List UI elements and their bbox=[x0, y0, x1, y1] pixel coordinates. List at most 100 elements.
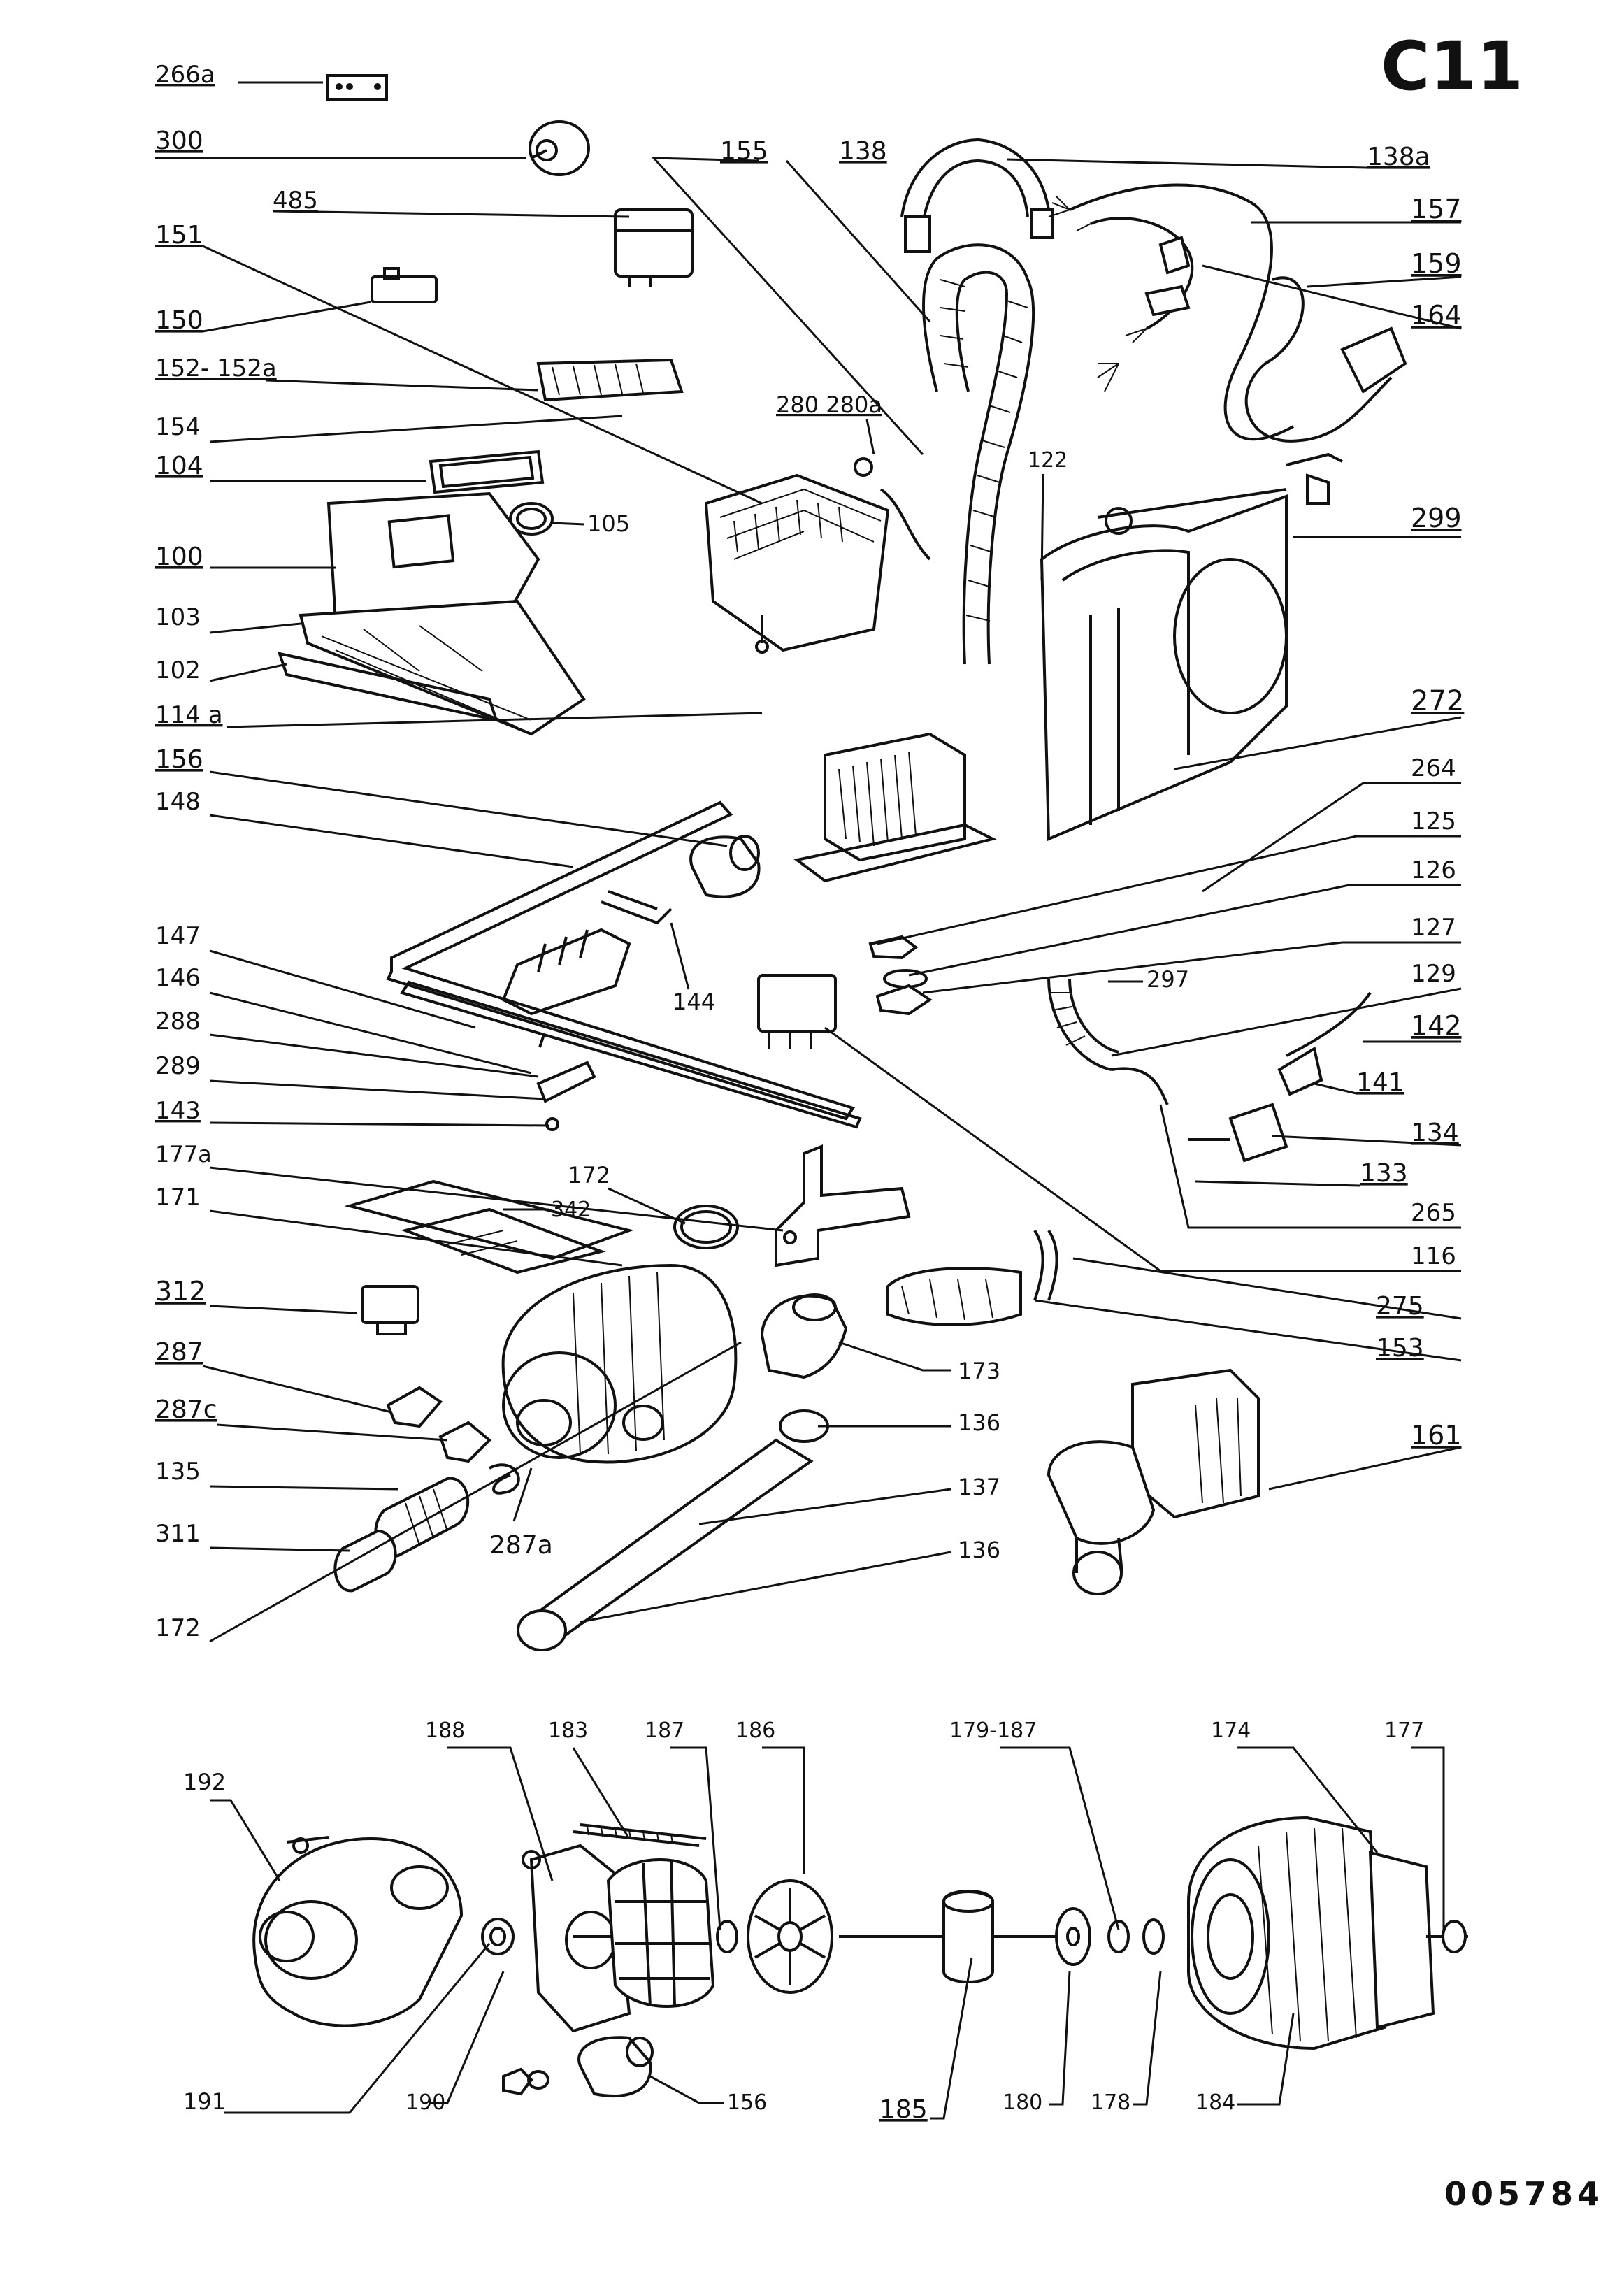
part-number-label: 156 bbox=[155, 745, 203, 774]
part-number-label: 122 bbox=[1028, 448, 1068, 473]
part-number-label: 143 bbox=[155, 1097, 201, 1125]
leader-line bbox=[552, 522, 585, 526]
callout-147: 147 bbox=[155, 922, 476, 1029]
leader-line bbox=[670, 1746, 721, 1930]
leader-line bbox=[908, 884, 1461, 977]
callout-287: 287 bbox=[155, 1338, 392, 1414]
leader-line bbox=[209, 1305, 357, 1314]
part-number-label: 138 bbox=[839, 137, 887, 166]
callout-105: 105 bbox=[552, 510, 630, 537]
leader-line bbox=[202, 245, 763, 505]
callout-287a: 287a bbox=[489, 1467, 553, 1560]
callout-178: 178 bbox=[1091, 1971, 1162, 2115]
callout-187: 187 bbox=[645, 1718, 721, 1930]
callout-287c: 287c bbox=[155, 1395, 448, 1442]
leader-line bbox=[1174, 716, 1462, 770]
callout-289: 289 bbox=[155, 1052, 546, 1100]
part-number-label: 135 bbox=[155, 1458, 201, 1486]
leader-line bbox=[1237, 2013, 1295, 2106]
callout-266a: 266a bbox=[155, 61, 323, 89]
leader-line bbox=[698, 1488, 951, 1525]
part-number-label: 311 bbox=[155, 1520, 201, 1548]
leader-line bbox=[1034, 1299, 1462, 1362]
callout-192: 192 bbox=[183, 1769, 281, 1881]
callout-151: 151 bbox=[155, 221, 763, 505]
part-number-label: 485 bbox=[273, 187, 318, 215]
callout-144: 144 bbox=[670, 922, 715, 1015]
callout-137: 137 bbox=[698, 1474, 1000, 1525]
part-number-label: 156 bbox=[727, 2090, 767, 2115]
leader-line bbox=[209, 1033, 539, 1078]
leader-line bbox=[447, 1746, 554, 1881]
leader-line bbox=[430, 1971, 505, 2104]
leader-line bbox=[1159, 1104, 1461, 1229]
callout-136a: 136 bbox=[818, 1409, 1000, 1436]
part-number-label: 125 bbox=[1411, 807, 1456, 835]
callout-136b: 136 bbox=[580, 1537, 1000, 1623]
leader-line bbox=[265, 379, 539, 392]
part-number-label: 312 bbox=[155, 1276, 206, 1307]
part-number-label: 105 bbox=[587, 510, 630, 537]
part-number-label: 133 bbox=[1360, 1159, 1408, 1188]
callout-122: 122 bbox=[1028, 448, 1068, 581]
part-number-label: 151 bbox=[155, 221, 203, 250]
part-number-label: 179-187 bbox=[949, 1718, 1037, 1743]
drawing-number: 005784 bbox=[1444, 2175, 1604, 2213]
callout-185: 185 bbox=[879, 1957, 973, 2124]
leader-line bbox=[272, 210, 630, 218]
callout-485: 485 bbox=[272, 187, 630, 218]
leader-line bbox=[1111, 987, 1462, 1057]
leader-line bbox=[580, 1551, 951, 1623]
part-number-label: 147 bbox=[155, 922, 201, 950]
part-number-label: 191 bbox=[183, 2088, 226, 2115]
callout-288: 288 bbox=[155, 1007, 539, 1078]
part-number-label: 264 bbox=[1411, 754, 1456, 782]
callout-153: 153 bbox=[1034, 1299, 1462, 1363]
part-number-label: 177 bbox=[1384, 1718, 1424, 1743]
callout-186: 186 bbox=[735, 1718, 805, 1874]
callout-172b: 172 bbox=[568, 1162, 686, 1225]
part-number-label: 287a bbox=[489, 1531, 553, 1560]
leader-line bbox=[1272, 1135, 1462, 1147]
leader-line bbox=[209, 1341, 742, 1643]
callout-159: 159 bbox=[1307, 248, 1462, 288]
callout-280: 280 280a bbox=[776, 392, 882, 455]
part-number-label: 102 bbox=[155, 656, 201, 684]
part-number-label: 172 bbox=[568, 1162, 610, 1188]
part-number-label: 174 bbox=[1211, 1718, 1251, 1743]
part-number-label: 153 bbox=[1376, 1334, 1424, 1363]
part-number-label: 136 bbox=[958, 1537, 1000, 1563]
part-number-label: 187 bbox=[645, 1718, 684, 1743]
leader-line bbox=[209, 415, 623, 443]
part-number-label: 188 bbox=[425, 1718, 465, 1743]
part-number-label: 164 bbox=[1411, 300, 1462, 331]
callout-116: 116 bbox=[824, 1026, 1461, 1272]
callout-264: 264 bbox=[1202, 754, 1461, 893]
callout-312: 312 bbox=[155, 1276, 357, 1314]
leader-line bbox=[210, 1799, 281, 1881]
leader-line bbox=[209, 1209, 623, 1267]
leader-line bbox=[785, 160, 931, 322]
part-number-label: 137 bbox=[958, 1474, 1000, 1500]
leader-line bbox=[649, 2075, 724, 2104]
part-number-label: 146 bbox=[155, 964, 201, 992]
callout-157: 157 bbox=[1251, 194, 1462, 224]
leader-line bbox=[1314, 1082, 1357, 1095]
part-drawings bbox=[252, 74, 1468, 2097]
part-number-label: 299 bbox=[1411, 503, 1462, 533]
leader-line bbox=[1202, 782, 1461, 893]
callout-154: 154 bbox=[155, 413, 623, 443]
leader-line bbox=[670, 922, 690, 990]
leader-line bbox=[209, 1546, 350, 1552]
callout-297: 297 bbox=[1108, 966, 1189, 993]
callout-188: 188 bbox=[425, 1718, 554, 1881]
leader-line bbox=[877, 835, 1461, 945]
part-number-label: 192 bbox=[183, 1769, 226, 1795]
leader-line bbox=[1049, 1971, 1071, 2106]
leader-line bbox=[224, 1943, 491, 2114]
part-number-label: 280 280a bbox=[776, 392, 882, 418]
callout-161: 161 bbox=[1268, 1420, 1462, 1491]
leader-line bbox=[1006, 158, 1367, 169]
part-number-label: 289 bbox=[155, 1052, 201, 1080]
